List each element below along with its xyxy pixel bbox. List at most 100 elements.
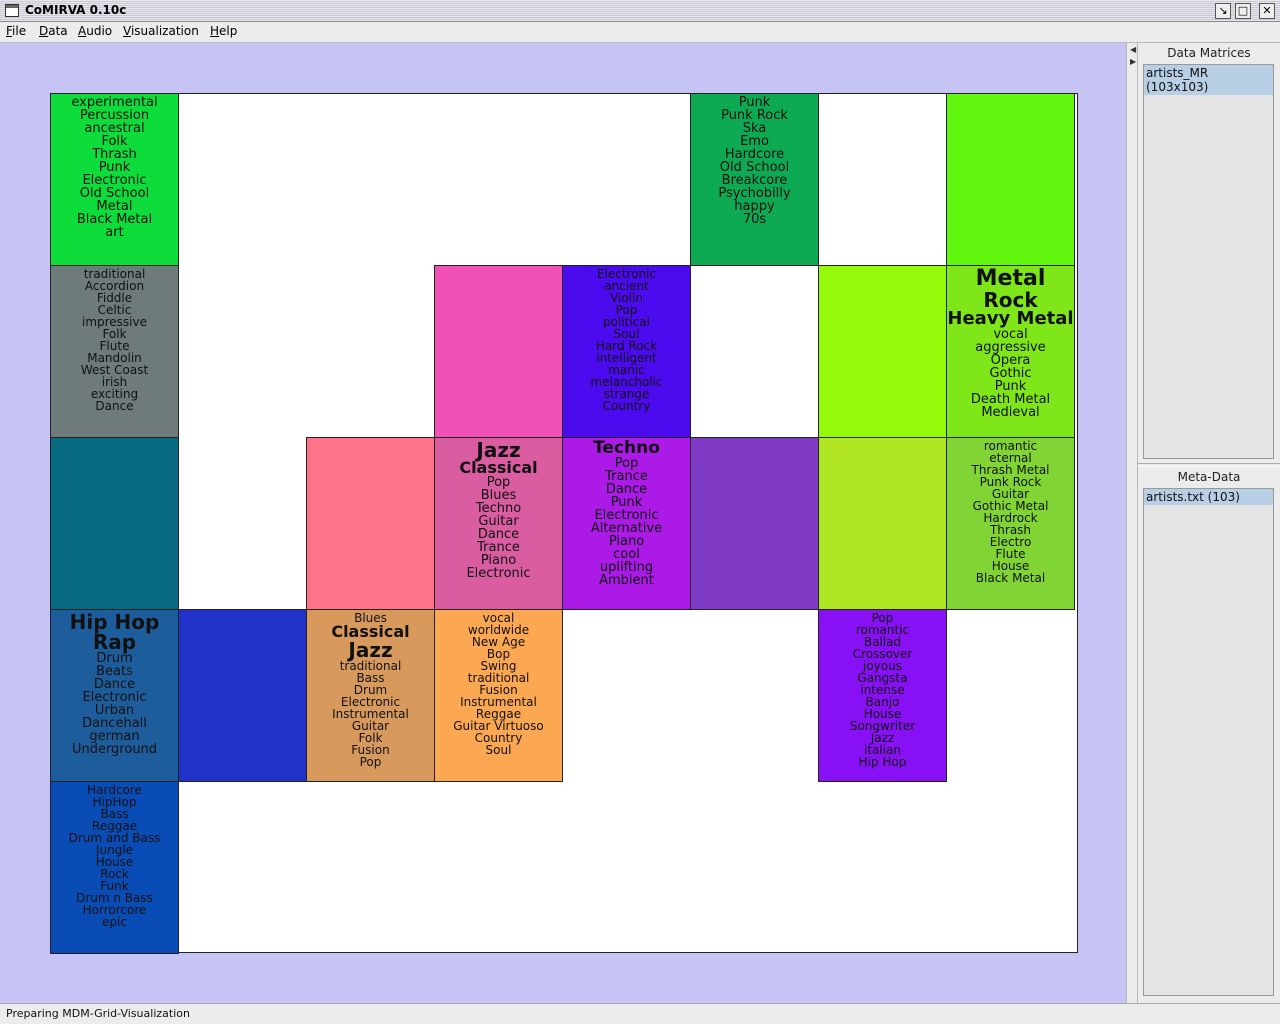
tag-label: Heavy Metal xyxy=(947,308,1074,329)
maximize-icon[interactable]: □ xyxy=(1235,3,1251,19)
grid-cell xyxy=(50,437,179,610)
collapse-right-arrow-icon[interactable]: ▶ xyxy=(1130,57,1137,66)
tag-label: HipHop xyxy=(92,795,137,809)
tag-label: Jazz xyxy=(348,638,393,662)
grid-cell xyxy=(434,265,563,438)
tag-label: vocal xyxy=(993,327,1028,342)
status-text: Preparing MDM-Grid-Visualization xyxy=(6,1007,190,1020)
tag-label: joyous xyxy=(863,659,902,673)
meta-data-title: Meta-Data xyxy=(1177,470,1241,484)
data-matrices-title: Data Matrices xyxy=(1167,46,1251,60)
menu-audio[interactable]: Audio xyxy=(78,24,113,38)
tag-label: Drum xyxy=(96,651,133,666)
tag-label: House xyxy=(991,559,1030,573)
tag-label: romantic xyxy=(983,439,1038,453)
tag-label: Reggae xyxy=(475,707,522,721)
tag-label: House xyxy=(95,855,134,869)
tag-label: Pop xyxy=(486,475,511,490)
tag-label: Percussion xyxy=(79,108,150,123)
menu-help[interactable]: Help xyxy=(210,24,238,38)
tag-label: Country xyxy=(602,399,651,413)
tag-label: Folk xyxy=(101,134,128,149)
tag-label: worldwide xyxy=(467,623,530,637)
status-bar: Preparing MDM-Grid-Visualization xyxy=(0,1003,1280,1024)
tag-label: intelligent xyxy=(596,351,657,365)
close-icon[interactable]: ✕ xyxy=(1259,3,1275,19)
tag-label: Punk Rock xyxy=(979,475,1042,489)
tag-label: Psychobilly xyxy=(718,186,791,201)
tag-label: happy xyxy=(734,199,775,214)
tag-label: Fusion xyxy=(351,743,390,757)
tag-label: Violin xyxy=(610,291,643,305)
tag-label: Electronic xyxy=(596,267,657,281)
tag-label: Crossover xyxy=(852,647,913,661)
tag-label: Thrash xyxy=(989,523,1032,537)
tag-label: Songwriter xyxy=(849,719,916,733)
tag-label: Opera xyxy=(990,353,1031,368)
tag-label: epic xyxy=(102,915,127,929)
grid-cell xyxy=(306,437,435,610)
tag-label: Jungle xyxy=(95,843,134,857)
tag-label: Fusion xyxy=(479,683,518,697)
tag-label: Underground xyxy=(71,742,158,757)
tag-label: Electronic xyxy=(340,695,401,709)
right-panel: Data Matrices artists_MR (103x103) Meta-… xyxy=(1138,43,1280,1003)
list-item[interactable]: artists.txt (103) xyxy=(1144,489,1273,505)
panel-divider[interactable] xyxy=(1138,463,1280,467)
tag-label: Dance xyxy=(477,527,520,542)
tag-label: Drum and Bass xyxy=(68,831,161,845)
tag-label: italian xyxy=(863,743,902,757)
app-icon xyxy=(5,4,19,17)
tag-label: Flute xyxy=(995,547,1026,561)
tag-label: Hip Hop xyxy=(858,755,907,769)
tag-label: Folk xyxy=(358,731,383,745)
tag-label: Hip Hop xyxy=(69,610,160,634)
iconify-icon[interactable]: ↘ xyxy=(1215,3,1231,19)
tag-label: Hardcore xyxy=(724,147,785,162)
grid-cell xyxy=(946,93,1075,266)
tag-label: traditional xyxy=(83,267,146,281)
tag-label: Rock xyxy=(983,288,1038,312)
menu-visualization[interactable]: Visualization xyxy=(123,24,199,38)
tag-label: Alternative xyxy=(590,521,663,536)
data-matrices-list[interactable]: artists_MR (103x103) xyxy=(1143,64,1274,459)
tag-label: House xyxy=(863,707,902,721)
tag-label: New Age xyxy=(471,635,526,649)
tag-label: Soul xyxy=(613,327,640,341)
tag-label: Reggae xyxy=(91,819,138,833)
tag-label: Rap xyxy=(92,630,137,654)
tag-label: eternal xyxy=(989,451,1032,465)
tag-label: Pop xyxy=(871,611,894,625)
tag-label: Ballad xyxy=(863,635,902,649)
tag-label: Horrorcore xyxy=(82,903,147,917)
list-item[interactable]: artists_MR (103x103) xyxy=(1144,65,1273,95)
tag-label: uplifting xyxy=(599,560,654,575)
meta-data-list[interactable]: artists.txt (103) xyxy=(1143,488,1274,996)
tag-label: Drum xyxy=(353,683,388,697)
grid-cell xyxy=(690,437,819,610)
menu-file[interactable]: File xyxy=(6,24,27,38)
tag-label: Punk xyxy=(98,160,131,175)
tag-label: Accordion xyxy=(84,279,145,293)
tag-label: Punk xyxy=(738,95,771,110)
tag-label: Punk xyxy=(610,495,643,510)
split-pane-divider[interactable]: ◀ ▶ xyxy=(1126,43,1138,1003)
tag-label: Guitar xyxy=(991,487,1030,501)
tag-label: Medieval xyxy=(981,405,1040,420)
window-title: CoMIRVA 0.10c xyxy=(25,3,127,17)
tag-label: Piano xyxy=(608,534,645,549)
tag-label: Ska xyxy=(742,121,767,136)
tag-label: intense xyxy=(860,683,905,697)
tag-label: Instrumental xyxy=(460,695,537,709)
menu-data[interactable]: Data xyxy=(39,24,68,38)
tag-label: Thrash Metal xyxy=(971,463,1050,477)
collapse-left-arrow-icon[interactable]: ◀ xyxy=(1130,45,1137,54)
tag-label: Swing xyxy=(480,659,517,673)
tag-label: Electronic xyxy=(594,508,659,523)
